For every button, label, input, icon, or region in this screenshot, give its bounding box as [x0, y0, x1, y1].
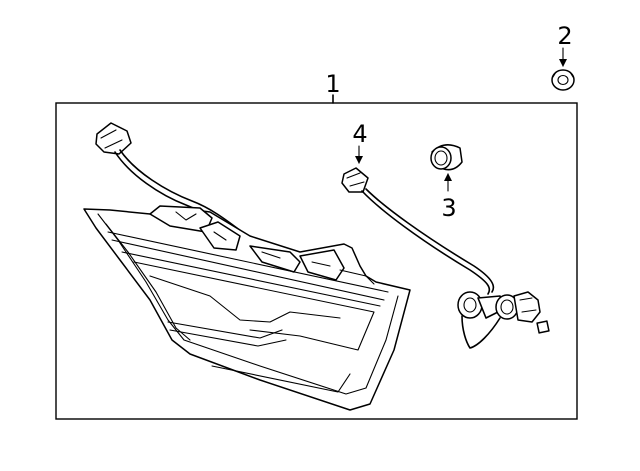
assembly-frame	[55, 102, 578, 420]
callout-4: 4	[352, 120, 368, 164]
callout-1: 1	[325, 70, 341, 104]
seal-part	[430, 144, 463, 171]
callout-2-label: 2	[557, 22, 572, 50]
nut-part	[551, 69, 575, 91]
callout-3-label: 3	[441, 194, 456, 222]
lamp-assembly-part	[83, 122, 411, 411]
callout-2: 2	[557, 22, 573, 67]
callout-1-label: 1	[325, 70, 340, 98]
socket-harness-part	[341, 167, 550, 349]
callout-4-label: 4	[352, 120, 367, 148]
callout-3: 3	[441, 173, 457, 222]
